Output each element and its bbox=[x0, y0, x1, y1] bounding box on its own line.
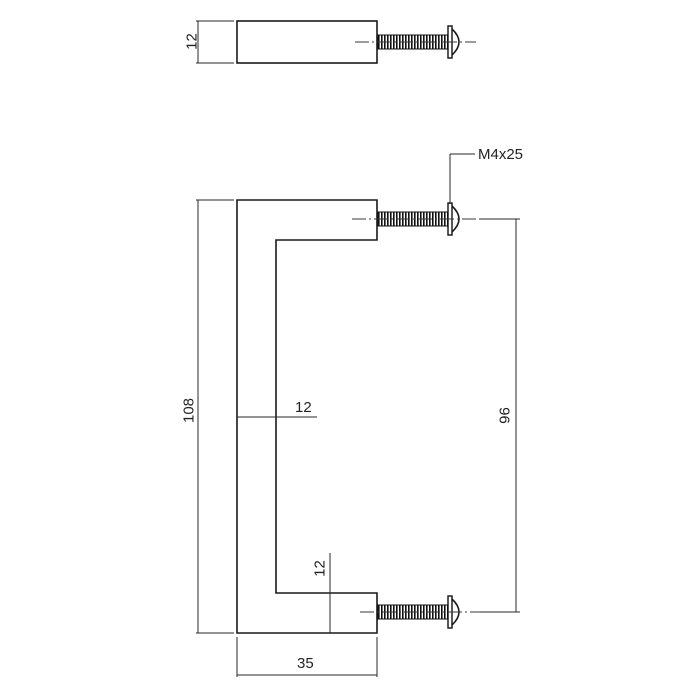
top-view bbox=[196, 20, 476, 64]
overall-height-dimension bbox=[196, 199, 234, 634]
bar-width-label: 12 bbox=[295, 399, 312, 416]
front-view bbox=[196, 153, 520, 677]
hole-spacing-dimension bbox=[480, 218, 520, 613]
screw-spec-label: M4x25 bbox=[478, 146, 524, 163]
depth-dimension bbox=[236, 637, 378, 677]
hole-spacing-label: 96 bbox=[495, 407, 513, 424]
leg-height-label: 12 bbox=[311, 560, 329, 577]
depth-label: 35 bbox=[297, 655, 314, 672]
screw-leader bbox=[449, 153, 475, 204]
handle-outline bbox=[236, 199, 378, 634]
top-view-thickness-dimension bbox=[196, 20, 234, 64]
overall-height-label: 108 bbox=[180, 397, 198, 424]
top-view-thickness-label: 12 bbox=[183, 33, 201, 50]
